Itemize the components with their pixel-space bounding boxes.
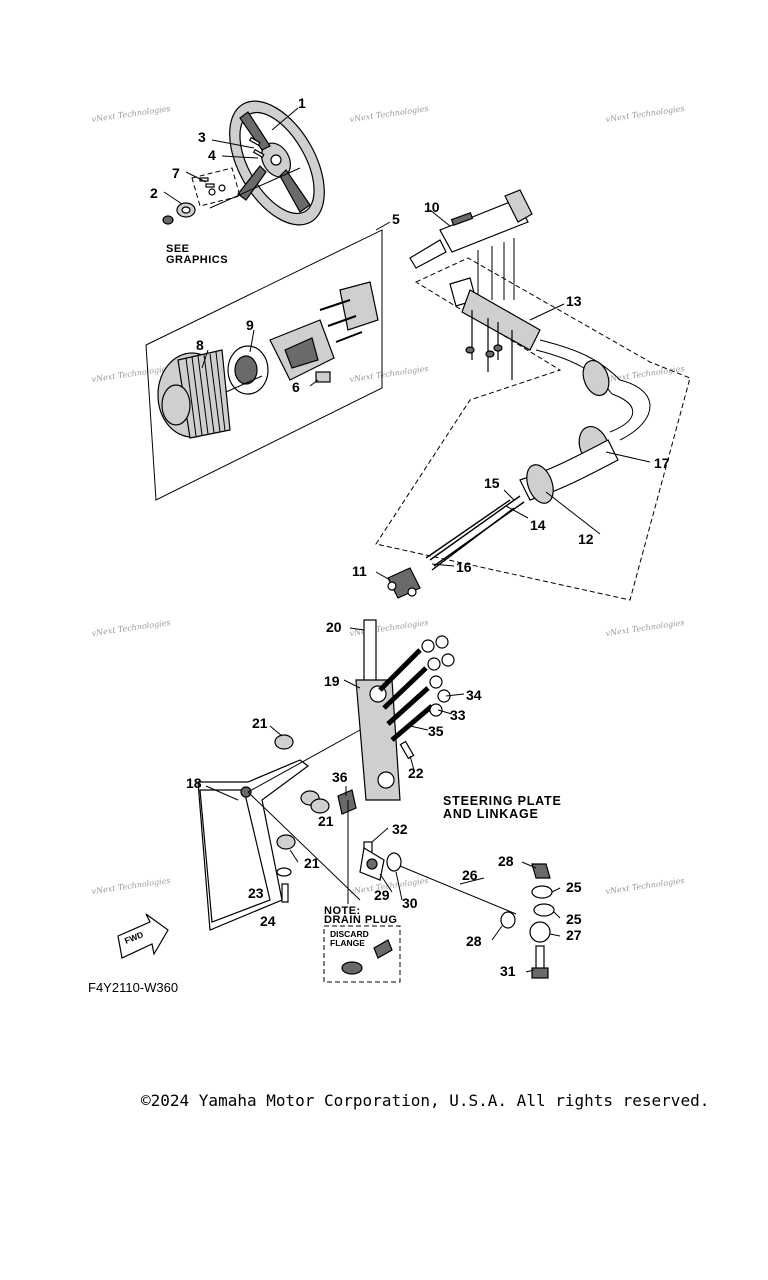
callout-15: 15 (484, 475, 500, 491)
callout-20: 20 (326, 619, 342, 635)
callout-5: 5 (392, 211, 400, 227)
linkage-illustration (197, 619, 555, 983)
watermark: vNext Technologies (605, 364, 685, 384)
callout-9: 9 (246, 317, 254, 333)
callout-21c: 21 (304, 855, 320, 871)
notes: SEE GRAPHICS STEERING PLATE AND LINKAGE … (166, 243, 562, 948)
callout-8: 8 (196, 337, 204, 353)
helm-assembly-box (145, 229, 383, 501)
callout-12: 12 (578, 531, 594, 547)
callout-36: 36 (332, 769, 348, 785)
see-graphics-line2: GRAPHICS (166, 254, 228, 266)
callout-27: 27 (566, 927, 582, 943)
steering-wheel-illustration (229, 100, 325, 226)
callout-4: 4 (208, 147, 216, 163)
callout-22: 22 (408, 765, 424, 781)
callout-19: 19 (324, 673, 340, 689)
discard-label: DISCARD (330, 929, 369, 939)
callout-28a: 28 (498, 853, 514, 869)
callout-3: 3 (198, 129, 206, 145)
watermark: vNext Technologies (349, 364, 429, 384)
callout-30: 30 (402, 895, 418, 911)
remote-control-illustration (409, 189, 533, 300)
callout-29: 29 (374, 887, 390, 903)
watermark: vNext Technologies (349, 618, 429, 638)
copyright: ©2024 Yamaha Motor Corporation, U.S.A. A… (141, 1091, 709, 1110)
steering-plate-label-line2: AND LINKAGE (443, 807, 539, 821)
watermark: vNext Technologies (91, 876, 171, 896)
callout-13: 13 (566, 293, 582, 309)
callout-23: 23 (248, 885, 264, 901)
wheel-hardware (162, 136, 301, 225)
callout-21b: 21 (318, 813, 334, 829)
cable-illustration (387, 277, 651, 599)
diagram-code: F4Y2110-W360 (88, 980, 178, 995)
callout-21a: 21 (252, 715, 268, 731)
callout-33: 33 (450, 707, 466, 723)
callout-numbers: 1 2 3 4 5 6 7 8 9 10 11 12 13 14 15 16 1… (150, 95, 670, 979)
note-label: NOTE: (324, 905, 361, 917)
watermark: vNext Technologies (91, 104, 171, 124)
callout-14: 14 (530, 517, 546, 533)
callout-1: 1 (298, 95, 306, 111)
callout-25b: 25 (566, 911, 582, 927)
watermark: vNext Technologies (605, 618, 685, 638)
leader-lines (163, 107, 651, 973)
callout-7: 7 (172, 165, 180, 181)
drain-plug-label: DRAIN PLUG (324, 914, 397, 926)
callout-10: 10 (424, 199, 440, 215)
callout-28b: 28 (466, 933, 482, 949)
callout-35: 35 (428, 723, 444, 739)
watermark: vNext Technologies (91, 618, 171, 638)
watermark: vNext Technologies (605, 876, 685, 896)
callout-24: 24 (260, 913, 276, 929)
callout-34: 34 (466, 687, 482, 703)
watermark: vNext Technologies (605, 104, 685, 124)
callout-16: 16 (456, 559, 472, 575)
callout-6: 6 (292, 379, 300, 395)
callout-32: 32 (392, 821, 408, 837)
callout-25a: 25 (566, 879, 582, 895)
callout-26: 26 (462, 867, 478, 883)
watermark: vNext Technologies (349, 104, 429, 124)
callout-18: 18 (186, 775, 202, 791)
fwd-arrow: FWD (117, 913, 169, 959)
see-graphics-line1: SEE (166, 243, 190, 255)
watermark: vNext Technologies (91, 364, 171, 384)
callout-17: 17 (654, 455, 670, 471)
steering-plate-label-line1: STEERING PLATE (443, 794, 562, 808)
cable-box (375, 257, 691, 601)
helm-illustration (157, 281, 379, 439)
callout-2: 2 (150, 185, 158, 201)
flange-label: FLANGE (330, 938, 365, 948)
callout-11: 11 (352, 563, 367, 579)
callout-31: 31 (500, 963, 516, 979)
